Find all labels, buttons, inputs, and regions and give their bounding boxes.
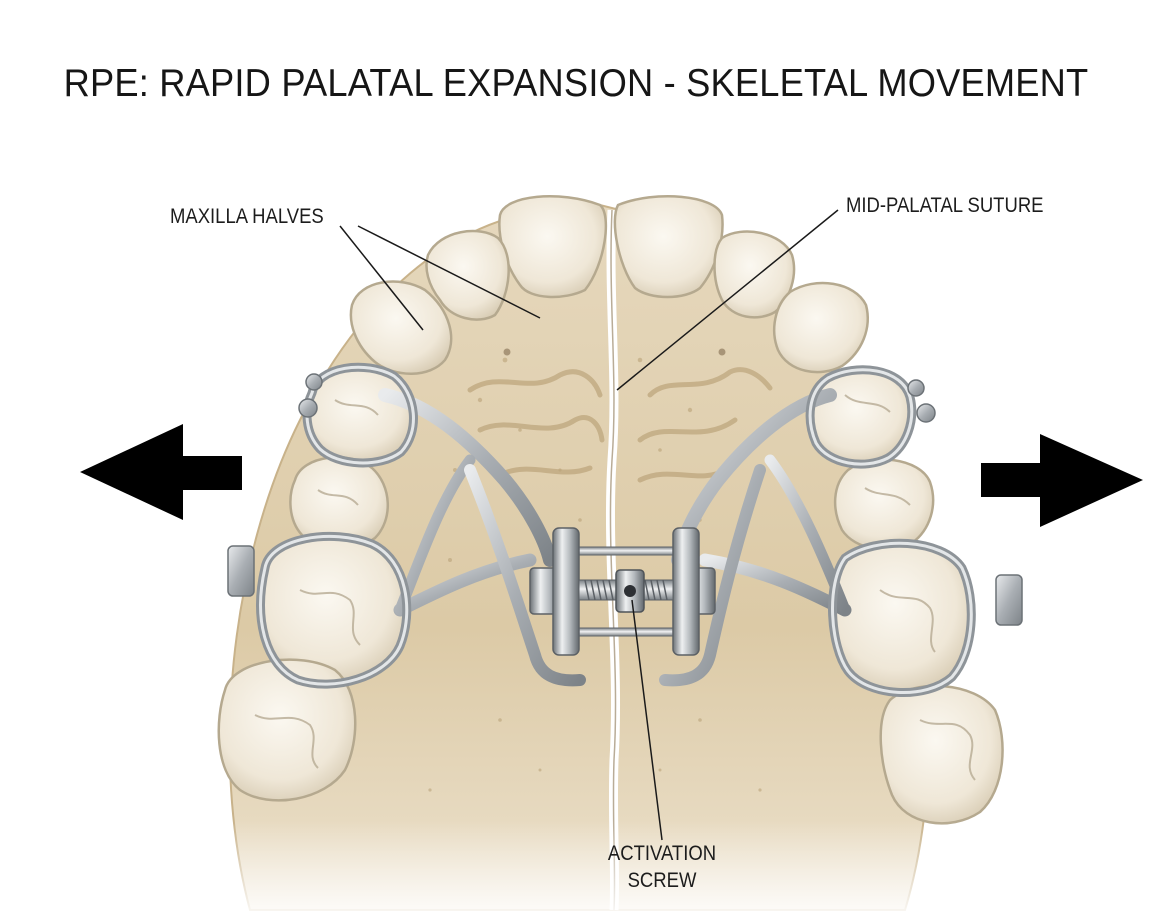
arrow-left-icon bbox=[80, 424, 242, 520]
activation-screw bbox=[529, 527, 716, 656]
label-activation-screw: ACTIVATION SCREW bbox=[583, 840, 741, 894]
tooth-incisor-right bbox=[613, 195, 724, 299]
tooth-canine-left bbox=[349, 280, 453, 375]
tooth-molar2-right bbox=[879, 684, 1004, 825]
tooth-molar2-left bbox=[217, 658, 357, 802]
tooth-canine-right bbox=[772, 281, 869, 374]
label-mid-palatal-suture: MID-PALATAL SUTURE bbox=[846, 194, 1044, 217]
tooth-lateral-left bbox=[425, 229, 510, 321]
label-maxilla-halves: MAXILLA HALVES bbox=[170, 205, 324, 228]
leader-lines bbox=[339, 209, 839, 841]
tooth-molar1-right bbox=[832, 544, 971, 692]
tooth-premolar2-right bbox=[833, 458, 935, 551]
teeth bbox=[217, 195, 1004, 825]
tooth-incisor-left bbox=[498, 195, 608, 299]
rpe-appliance bbox=[227, 362, 1023, 697]
diagram-title: RPE: RAPID PALATAL EXPANSION - SKELETAL … bbox=[63, 62, 1089, 105]
label-activation-screw-line1: ACTIVATION bbox=[607, 842, 717, 865]
tooth-lateral-right bbox=[713, 230, 796, 319]
arrow-right-icon bbox=[981, 434, 1143, 527]
label-activation-screw-line2: SCREW bbox=[627, 869, 697, 892]
